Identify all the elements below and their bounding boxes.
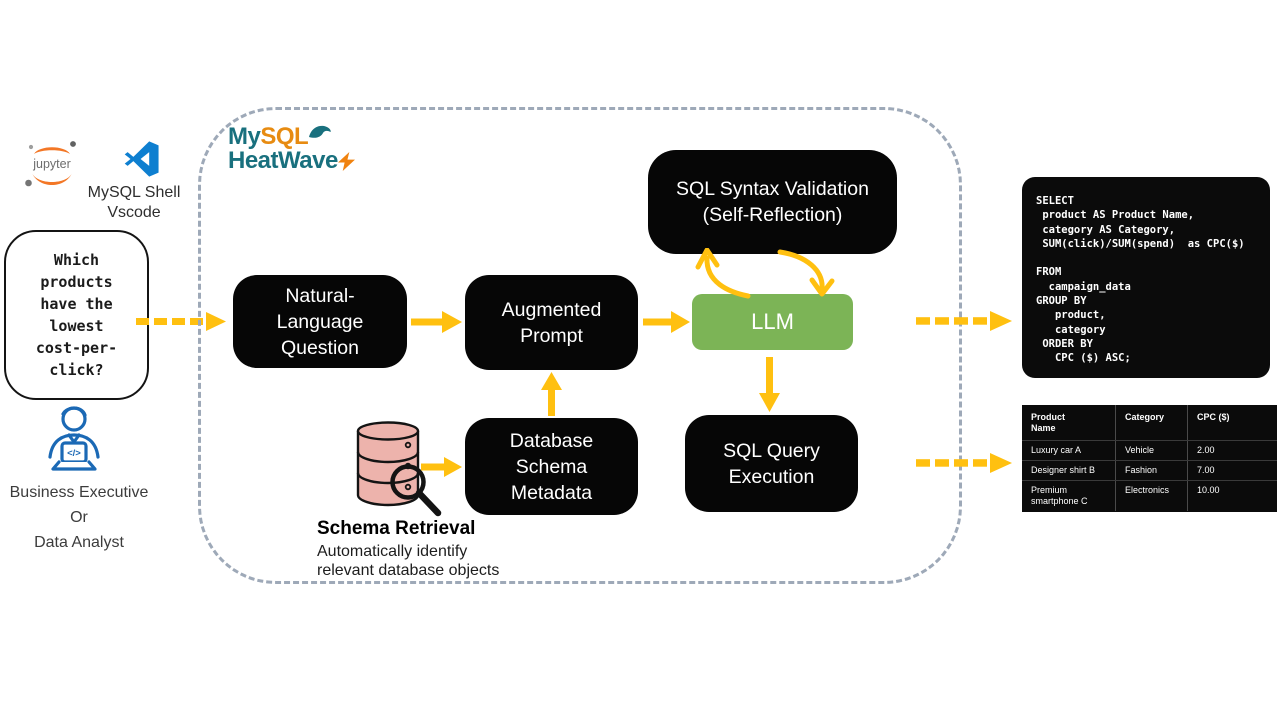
cell-cpc: 7.00	[1187, 461, 1277, 480]
curved-arrow-validation-to-llm	[777, 249, 825, 293]
cell-category: Electronics	[1115, 481, 1187, 511]
results-table-header-row: Product Name Category CPC ($)	[1022, 405, 1277, 440]
user-role-line2: Or	[70, 509, 88, 526]
arrow-nlq-to-augmented	[411, 311, 462, 333]
arrow-augmented-to-llm	[643, 311, 690, 333]
curved-arrow-llm-to-validation	[704, 255, 751, 299]
results-table: Product Name Category CPC ($) Luxury car…	[1022, 405, 1277, 512]
tools-label-line1: MySQL Shell	[87, 184, 181, 201]
augmented-prompt-box: Augmented Prompt	[465, 275, 638, 370]
user-role-line3: Data Analyst	[34, 534, 124, 551]
results-header-cpc: CPC ($)	[1187, 405, 1277, 440]
arrow-llm-to-execution	[759, 357, 780, 412]
user-role-label: Business Executive Or Data Analyst	[0, 480, 158, 555]
table-row: Luxury car A Vehicle 2.00	[1022, 440, 1277, 460]
vscode-icon	[124, 141, 159, 177]
llm-box: LLM	[692, 294, 853, 350]
cell-category: Vehicle	[1115, 441, 1187, 460]
database-schema-metadata-box: Database Schema Metadata	[465, 418, 638, 515]
cell-product: Premium smartphone C	[1031, 485, 1088, 506]
dashed-arrow-to-sql-output	[916, 311, 1012, 331]
cell-category: Fashion	[1115, 461, 1187, 480]
schema-retrieval-description: Automatically identify relevant database…	[317, 543, 500, 579]
analyst-person-icon: </>	[48, 406, 100, 471]
results-header-product: Product Name	[1031, 412, 1066, 433]
tools-label-line2: Vscode	[107, 204, 161, 221]
question-text: Which products have the lowest cost-per-…	[35, 251, 118, 379]
cell-cpc: 2.00	[1187, 441, 1277, 460]
mysql-dolphin-icon	[309, 125, 331, 138]
results-header-category: Category	[1115, 405, 1187, 440]
laptop-code-glyph: </>	[67, 448, 81, 459]
curved-arrows-llm-validation	[695, 248, 835, 299]
jupyter-logo-icon: jupyter	[25, 141, 76, 187]
sql-query-execution-box: SQL Query Execution	[685, 415, 858, 512]
table-row: Designer shirt B Fashion 7.00	[1022, 460, 1277, 480]
question-bubble: Which products have the lowest cost-per-…	[4, 230, 149, 400]
sql-code-output-panel: SELECT product AS Product Name, category…	[1022, 177, 1270, 378]
heatwave-bolt-icon	[337, 151, 355, 171]
cell-product: Designer shirt B	[1031, 465, 1096, 475]
user-role-line1: Business Executive	[9, 484, 149, 501]
mysql-logo-sql: SQL	[260, 123, 309, 150]
tools-label: MySQL Shell Vscode	[64, 183, 204, 223]
arrow-cylinder-to-schema	[421, 457, 462, 477]
sql-syntax-validation-box: SQL Syntax Validation (Self-Reflection)	[648, 150, 897, 254]
cell-product: Luxury car A	[1031, 445, 1082, 455]
cell-cpc: 10.00	[1187, 481, 1277, 511]
mysql-logo-my: My	[228, 123, 261, 150]
heatwave-boundary-container	[198, 107, 962, 584]
dashed-arrow-to-results-table	[916, 453, 1012, 473]
arrow-schema-to-augmented	[541, 372, 562, 416]
schema-retrieval-title: Schema Retrieval	[317, 518, 476, 539]
sql-code-text: SELECT product AS Product Name, category…	[1036, 195, 1245, 365]
database-cylinder-magnifier-icon	[356, 421, 442, 517]
dashed-arrow-question-to-pipeline	[136, 312, 226, 331]
jupyter-wordmark: jupyter	[32, 157, 71, 171]
heatwave-logo-text: HeatWave	[228, 147, 338, 174]
natural-language-question-box: Natural- Language Question	[233, 275, 407, 368]
table-row: Premium smartphone C Electronics 10.00	[1022, 480, 1277, 511]
